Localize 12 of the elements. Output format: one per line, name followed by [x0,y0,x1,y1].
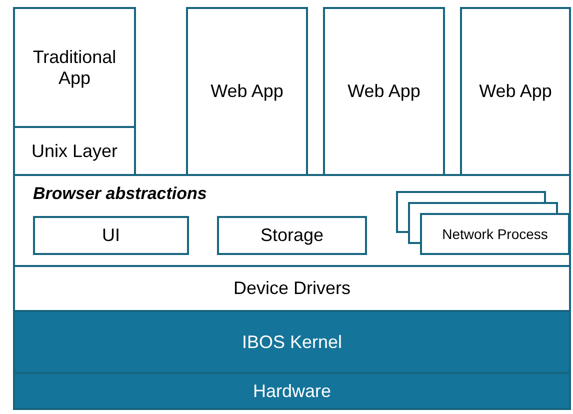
app-box: Web App [186,7,308,176]
app-box: Traditional App [13,7,136,128]
app-box: Web App [460,7,571,176]
kernel-band: IBOS Kernel [13,310,571,374]
component-box: Storage [217,216,367,255]
layer-band: Device Drivers [13,265,571,312]
layer-band [13,174,571,267]
layer-box: Unix Layer [13,126,136,176]
hardware-band: Hardware [13,372,571,410]
section-title: Browser abstractions [33,184,207,204]
app-box: Web App [323,7,445,176]
component-box: UI [33,216,189,255]
